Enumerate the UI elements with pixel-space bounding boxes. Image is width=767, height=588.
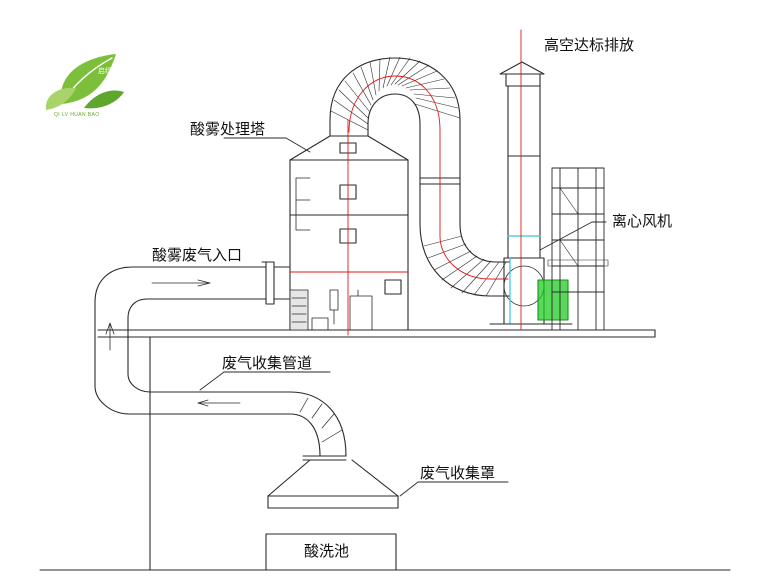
label-exhaust: 高空达标排放 [544,36,635,54]
label-inlet: 酸雾废气入口 [152,246,243,264]
logo-leaf-icon [45,54,124,110]
fan-frame [547,167,609,331]
label-tank: 酸洗池 [304,542,350,560]
centrifugal-fan [489,257,573,325]
label-duct: 废气收集管道 [222,354,313,372]
pickling-tank [265,533,397,571]
leader-lines [199,137,607,497]
circulation-pump [289,289,339,331]
logo-en-text: QI LV HUAN BAO [54,112,100,118]
gooseneck-duct [329,56,511,297]
collection-hood [267,459,399,509]
collection-duct [149,391,347,461]
exhaust-stack [499,61,545,259]
logo-cn-mark: 启绿 [98,67,112,75]
inlet-duct [94,261,290,415]
label-fan: 离心风机 [612,212,673,230]
label-tower: 酸雾处理塔 [190,120,266,138]
centerlines [289,29,522,336]
label-hood: 废气收集罩 [420,464,496,482]
